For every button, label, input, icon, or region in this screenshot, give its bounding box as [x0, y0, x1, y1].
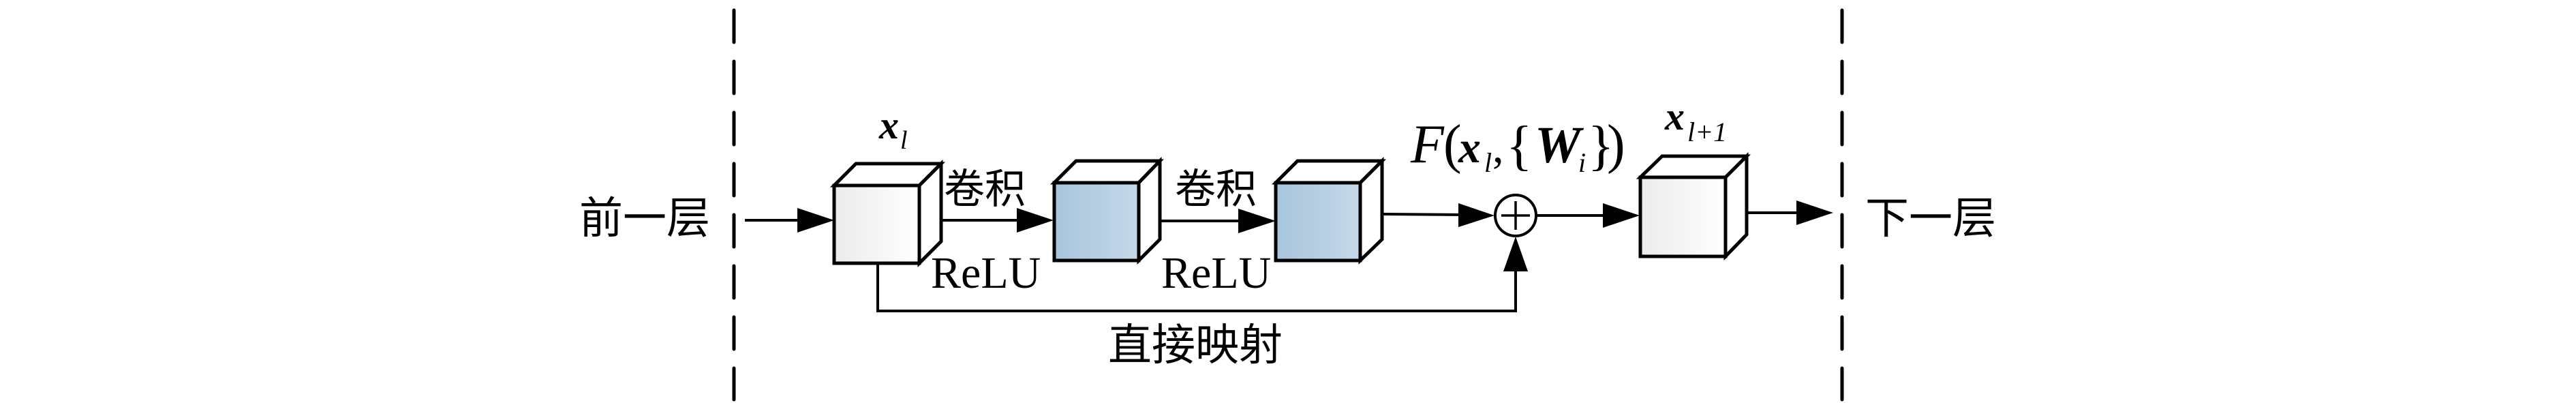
svg-text:,: ,: [1492, 123, 1504, 173]
output-arrow: [1747, 200, 1833, 225]
svg-text:(: (: [1443, 115, 1462, 175]
x-l1-label: x: [1664, 94, 1685, 138]
svg-text:{: {: [1506, 116, 1532, 176]
sum-node: [1494, 194, 1537, 237]
shortcut-label: 直接映射: [1108, 320, 1283, 371]
x-l1-subscript: l+1: [1687, 117, 1727, 147]
svg-text:x: x: [1458, 123, 1481, 173]
relu2-label: ReLU: [1161, 248, 1271, 298]
conv2-arrow: [1160, 209, 1276, 233]
shortcut-connection: [876, 237, 1528, 312]
cube-output: [1636, 151, 1751, 261]
sum-output-arrow: [1536, 203, 1640, 228]
x-l-label: x: [878, 103, 899, 147]
svg-text:): ): [1607, 115, 1625, 175]
svg-text:l: l: [1484, 147, 1492, 178]
svg-text:F: F: [1410, 115, 1445, 175]
prev-layer-label: 前一层: [579, 194, 710, 244]
conv2-label: 卷积: [1175, 166, 1257, 213]
svg-text:}: }: [1588, 116, 1614, 176]
x-l-subscript: l: [900, 126, 908, 155]
conv1-label: 卷积: [944, 166, 1026, 213]
relu1-label: ReLU: [931, 248, 1041, 298]
input-arrow: [745, 208, 834, 233]
svg-text:W: W: [1535, 117, 1584, 174]
cube-conv1: [1049, 156, 1164, 265]
cube-input: [829, 159, 946, 268]
svg-text:i: i: [1578, 147, 1586, 178]
cube-conv2: [1271, 156, 1387, 265]
residual-arrow: [1381, 203, 1494, 227]
next-layer-label: 下一层: [1865, 194, 1996, 244]
residual-function-label: F ( x l , { W i } ): [1410, 115, 1625, 178]
conv1-arrow: [941, 208, 1054, 233]
